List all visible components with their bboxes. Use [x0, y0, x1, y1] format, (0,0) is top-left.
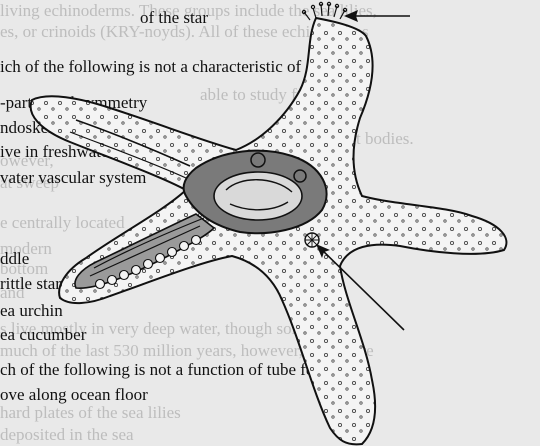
- arrow-to-arm-tip: [344, 10, 410, 22]
- arm-tip-tube-feet: [302, 2, 346, 20]
